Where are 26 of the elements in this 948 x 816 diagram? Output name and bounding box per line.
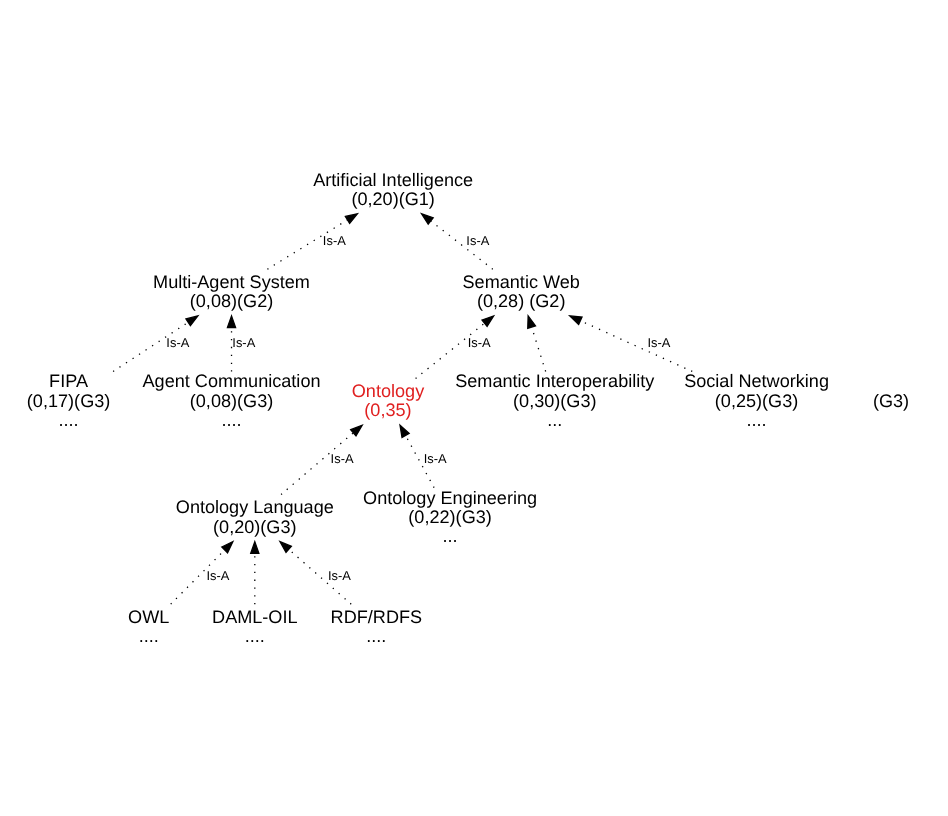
node-text: OWL .... [128, 605, 170, 646]
arrow [278, 539, 352, 604]
arrow [414, 313, 496, 379]
arrow [249, 538, 260, 604]
node-text: DAML-OIL .... [212, 605, 298, 646]
node-text: Ontology (0,35) [351, 379, 425, 420]
label: (G3) [872, 389, 910, 410]
node-text: Artificial Intelligence (0,20)(G1) [313, 168, 474, 208]
node-text: FIPA (0,17)(G3) .... [26, 370, 111, 430]
arrow [527, 313, 547, 372]
arrow [170, 539, 235, 604]
arrow [280, 422, 364, 495]
node-text: Semantic Web (0,28) (G2) [462, 270, 580, 311]
node-text: Multi-Agent System (0,08)(G2) [153, 270, 310, 311]
node-text: Semantic Interoperability (0,30)(G3) ... [455, 370, 655, 430]
node-text: RDF/RDFS .... [330, 605, 423, 646]
arrow [399, 422, 435, 488]
arrow [266, 211, 360, 269]
arrow [567, 314, 693, 372]
node-text: Agent Communication (0,08)(G3) .... [142, 370, 321, 430]
node-text: Social Networking (0,25)(G3) .... [684, 370, 829, 430]
node-text: Ontology Engineering (0,22)(G3) ... [363, 486, 538, 546]
arrow [112, 313, 200, 372]
arrow [226, 312, 237, 372]
arrow [419, 211, 494, 269]
node-text: Ontology Language (0,20)(G3) [175, 496, 334, 536]
